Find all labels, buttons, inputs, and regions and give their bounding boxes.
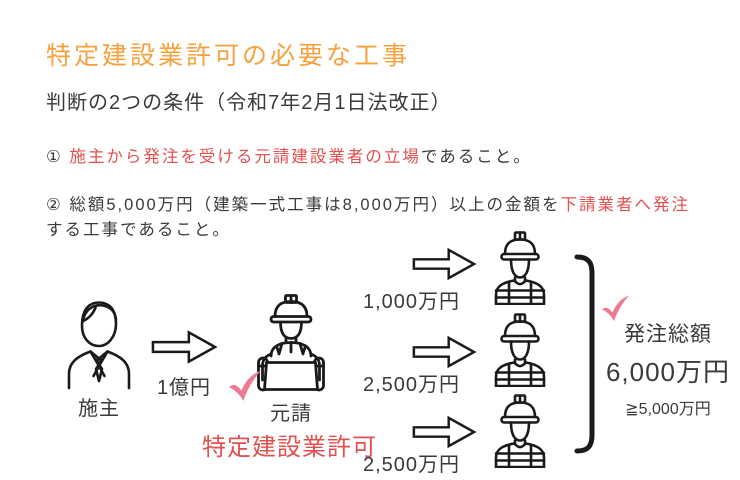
condition-1-suffix: であること。 [420, 148, 532, 166]
order-total-threshold: ≧5,000万円 [625, 401, 711, 418]
client-label: 施主 [78, 398, 120, 420]
subcontractor-icon-1 [491, 231, 549, 305]
sub-arrow-label-1: 1,000万円 [363, 291, 461, 313]
check-icon [228, 369, 262, 403]
page-title: 特定建設業許可の必要な工事 [46, 42, 411, 70]
sub-arrow-label-3: 2,500万円 [363, 454, 461, 476]
order-total-amount: 6,000万円 [605, 357, 731, 387]
condition-2-continuation: する工事であること。 [46, 221, 231, 239]
condition-1-prefix: ① [46, 148, 70, 166]
owner-arrow-icon [151, 330, 217, 364]
check-icon [601, 295, 630, 322]
condition-1: ① 施主から発注を受ける元請建設業者の立場であること。 [46, 145, 532, 170]
right-arrow-icon [410, 336, 478, 368]
condition-1-highlight: 施主から発注を受ける元請建設業者の立場 [69, 148, 421, 166]
sub-arrow-label-2: 2,500万円 [363, 374, 461, 396]
subcontractor-icon-3 [491, 394, 549, 468]
subcontractor-icon-2 [491, 313, 549, 387]
right-arrow-icon [410, 416, 478, 448]
bracket-shape [574, 254, 596, 454]
condition-2: ② 総額5,000万円（建築一式工事は8,000万円）以上の金額を下請業者へ発注… [46, 193, 736, 243]
order-total-title: 発注総額 [624, 323, 712, 346]
owner-arrow-label: 1億円 [156, 377, 212, 399]
condition-2-highlight: 下請業者へ発注 [560, 196, 690, 214]
condition-2-text: ② 総額5,000万円（建築一式工事は8,000万円）以上の金額を [46, 196, 561, 214]
license-label: 特定建設業許可 [202, 434, 377, 461]
prime-contractor-icon [249, 294, 333, 398]
prime-contractor-label: 元請 [270, 403, 312, 425]
order-total-block: 発注総額 6,000万円 ≧5,000万円 [600, 318, 736, 419]
page-subtitle: 判断の2つの条件（令和7年2月1日法改正） [46, 92, 452, 114]
right-arrow-icon [410, 248, 478, 280]
client-icon [63, 296, 135, 390]
